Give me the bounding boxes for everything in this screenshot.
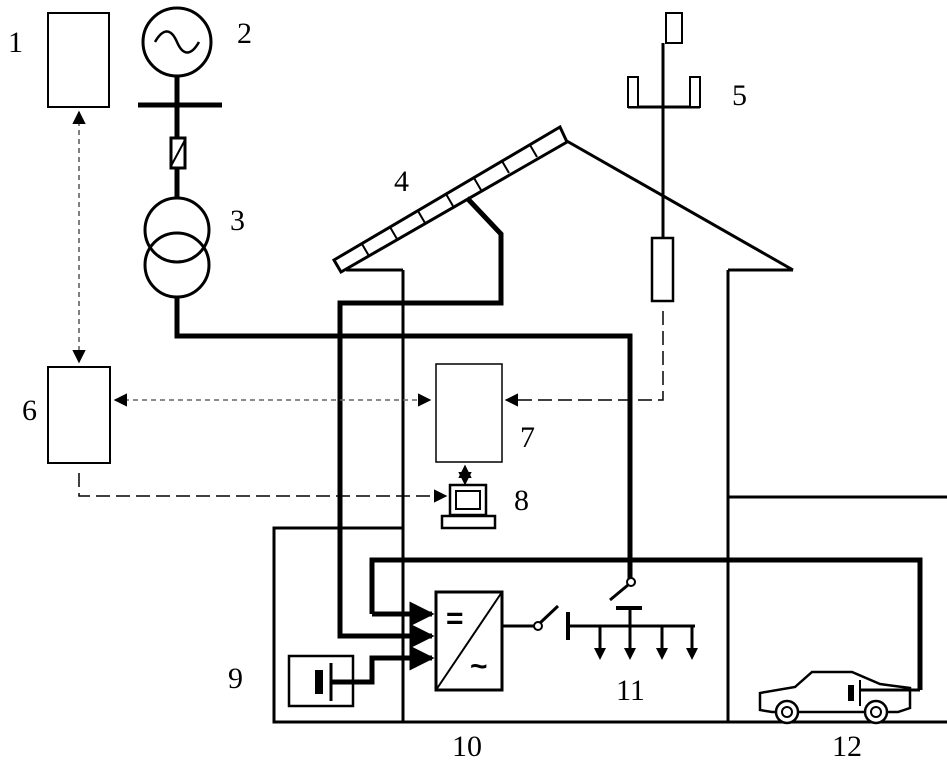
- label-7: 7: [520, 421, 535, 454]
- label-10: 10: [452, 730, 482, 762]
- label-5: 5: [732, 79, 747, 112]
- ev-bus: [369, 557, 923, 690]
- generator-2: [138, 6, 222, 198]
- box-7: [435, 363, 503, 463]
- label-4: 4: [394, 165, 409, 198]
- load-bus-11: [502, 577, 698, 660]
- computer-8: [440, 483, 497, 530]
- label-9: 9: [228, 662, 243, 695]
- electric-vehicle-12: [758, 670, 920, 725]
- link-6-8: [78, 473, 448, 503]
- pv-panel-4: [331, 124, 569, 615]
- dc-symbol: =: [446, 602, 464, 635]
- inverter: = ~: [337, 590, 504, 692]
- ac-symbol: ~: [470, 650, 488, 683]
- meteo-mast-5: [504, 12, 701, 407]
- box-6: [47, 366, 111, 464]
- label-3: 3: [230, 204, 245, 237]
- label-8: 8: [514, 484, 529, 517]
- label-2: 2: [237, 17, 252, 50]
- label-12: 12: [832, 730, 862, 762]
- box-1: [47, 12, 110, 108]
- battery-9: [287, 654, 400, 708]
- transformer-3: [143, 196, 633, 582]
- label-11: 11: [616, 674, 645, 707]
- label-6: 6: [22, 394, 37, 427]
- label-1: 1: [8, 26, 23, 59]
